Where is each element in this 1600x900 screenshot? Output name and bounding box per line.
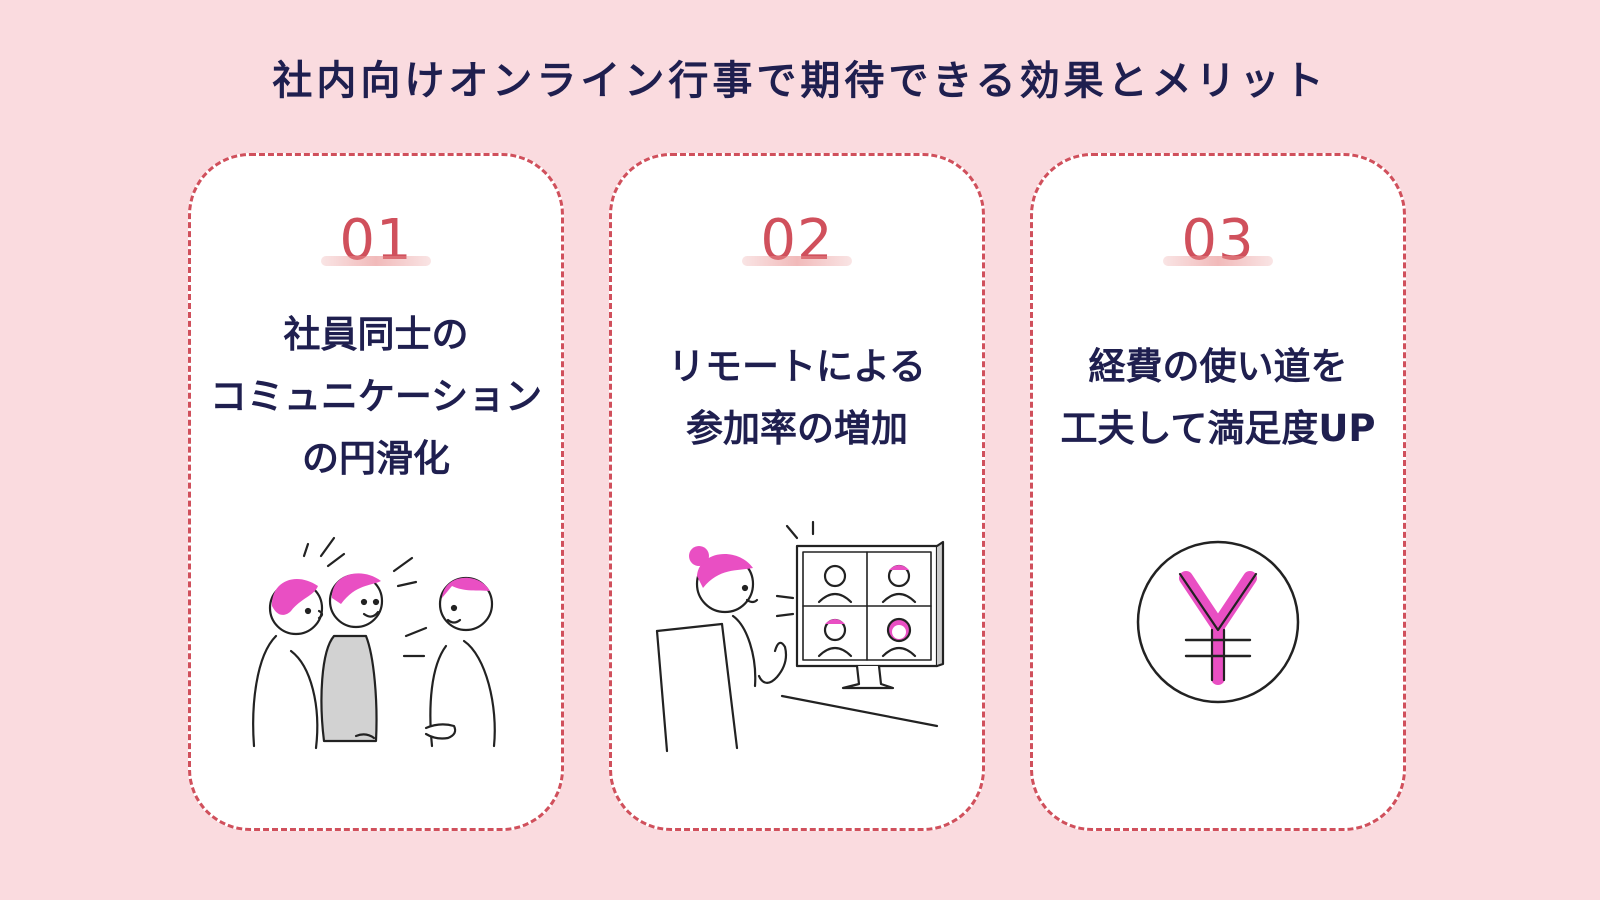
headline-line: 社員同士の	[283, 313, 469, 356]
headline-line: リモートによる	[668, 345, 926, 388]
headline-line: 工夫して満足度UP	[1060, 407, 1376, 450]
headline-line: コミュニケーション	[209, 375, 543, 418]
headline-line: の円滑化	[302, 437, 450, 480]
benefit-card-3: 03 経費の使い道を 工夫して満足度UP	[1030, 153, 1406, 831]
headline-line: 経費の使い道を	[1088, 345, 1348, 388]
benefit-card-1: 01 社員同士の コミュニケーション の円滑化	[188, 153, 564, 831]
card-headline: リモートによる 参加率の増加	[612, 336, 982, 460]
three-people-talking-illustration	[191, 516, 561, 756]
benefit-card-2: 02 リモートによる 参加率の増加	[609, 153, 985, 831]
number-underline	[742, 256, 852, 266]
card-headline: 経費の使い道を 工夫して満足度UP	[1033, 336, 1403, 460]
page-title: 社内向けオンライン行事で期待できる効果とメリット	[272, 58, 1328, 104]
headline-line: 参加率の増加	[686, 407, 908, 450]
number-underline	[1163, 256, 1273, 266]
number-underline	[321, 256, 431, 266]
yen-coin-icon	[1033, 516, 1403, 756]
card-headline: 社員同士の コミュニケーション の円滑化	[191, 304, 561, 490]
video-conference-illustration	[612, 516, 982, 756]
